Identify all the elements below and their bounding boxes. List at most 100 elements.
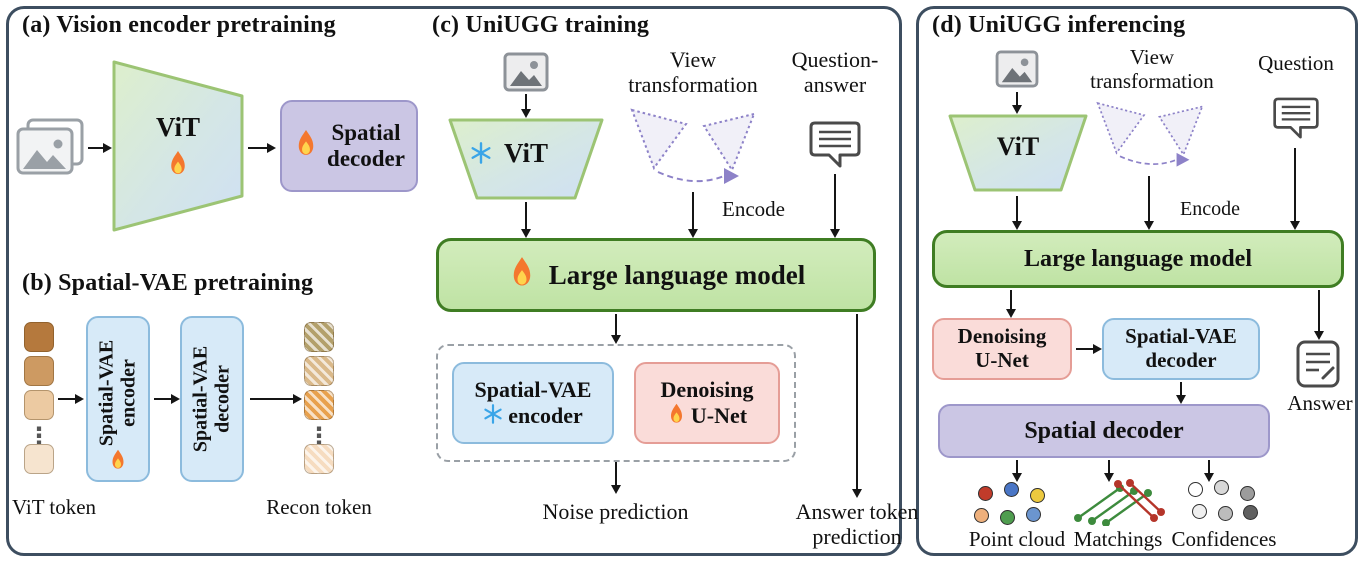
section-d-title: (d) UniUGG inferencing bbox=[932, 12, 1186, 38]
point-cloud-dot bbox=[978, 486, 993, 501]
arrow bbox=[525, 202, 528, 230]
spatial-vae-decoder-label: Spatial-VAE decoder bbox=[189, 345, 233, 453]
question-label: Question bbox=[1258, 51, 1334, 75]
snowflake-icon bbox=[470, 142, 492, 169]
vit-encoder-trapezoid-d bbox=[948, 114, 1088, 197]
arrow bbox=[1180, 382, 1183, 396]
answer-document-icon bbox=[1296, 340, 1340, 393]
confidence-dot bbox=[1188, 482, 1203, 497]
spatial-decoder-box-a: Spatial decoder bbox=[280, 100, 418, 192]
arrow bbox=[834, 174, 837, 230]
llm-label-c: Large language model bbox=[548, 259, 806, 290]
matchings-output bbox=[1070, 478, 1166, 531]
arrow bbox=[856, 314, 859, 490]
denoising-unet-line1: Denoising bbox=[660, 376, 754, 402]
spatial-decoder-label-d: Spatial decoder bbox=[1024, 417, 1184, 444]
confidence-dot bbox=[1218, 506, 1233, 521]
arrow bbox=[88, 147, 104, 150]
image-stack-icon bbox=[16, 118, 84, 181]
point-cloud-label: Point cloud bbox=[968, 527, 1066, 551]
confidence-dot bbox=[1192, 504, 1207, 519]
answer-label: Answer bbox=[1287, 391, 1353, 415]
image-icon bbox=[503, 52, 549, 97]
recon-token bbox=[304, 444, 334, 474]
point-cloud-dot bbox=[1030, 488, 1045, 503]
arrow bbox=[1318, 290, 1321, 332]
arrow bbox=[692, 192, 695, 230]
section-b-title: (b) Spatial-VAE pretraining bbox=[22, 270, 314, 296]
denoising-unet-label-d: Denoising U-Net bbox=[957, 324, 1047, 372]
point-cloud-output bbox=[974, 482, 1060, 526]
confidence-dot bbox=[1214, 480, 1229, 495]
arrow bbox=[1148, 176, 1151, 222]
confidence-dot bbox=[1240, 486, 1255, 501]
llm-label-d: Large language model bbox=[1024, 245, 1252, 272]
arrow bbox=[248, 147, 268, 150]
encode-label-c: Encode bbox=[722, 197, 785, 221]
spatial-decoder-label-a: Spatial decoder bbox=[327, 120, 405, 171]
section-a-title: (a) Vision encoder pretraining bbox=[22, 12, 336, 38]
confidence-dot bbox=[1243, 505, 1258, 520]
denoising-unet-line2: U-Net bbox=[690, 403, 748, 428]
vit-token bbox=[24, 444, 54, 474]
arrow bbox=[1076, 348, 1094, 351]
spatial-vae-decoder-box: Spatial-VAE decoder bbox=[180, 316, 244, 482]
section-c-title: (c) UniUGG training bbox=[432, 12, 650, 38]
vit-token bbox=[24, 322, 54, 352]
point-cloud-dot bbox=[1004, 482, 1019, 497]
llm-box-d: Large language model bbox=[932, 230, 1344, 288]
question-answer-label: Question- answer bbox=[791, 47, 879, 97]
recon-token bbox=[304, 322, 334, 352]
vit-token bbox=[24, 356, 54, 386]
arrow bbox=[58, 398, 76, 401]
vit-label-c: ViT bbox=[503, 138, 548, 168]
fire-icon bbox=[293, 129, 319, 163]
matchings-label: Matchings bbox=[1073, 527, 1163, 551]
arrow bbox=[154, 398, 172, 401]
arrow bbox=[1208, 460, 1211, 474]
chat-bubble-icon bbox=[1272, 96, 1320, 146]
arrow bbox=[615, 314, 618, 336]
arrow bbox=[1016, 92, 1019, 106]
vit-token bbox=[24, 390, 54, 420]
arrow bbox=[1010, 290, 1013, 310]
arrow bbox=[1016, 196, 1019, 222]
arrow bbox=[1294, 148, 1297, 222]
spatial-vae-encoder-box: Spatial-VAE encoder bbox=[86, 316, 150, 482]
view-frustum-icon bbox=[628, 104, 758, 193]
chat-bubble-icon bbox=[808, 120, 862, 175]
image-icon bbox=[995, 50, 1039, 93]
answer-token-prediction-label: Answer token prediction bbox=[795, 499, 919, 549]
spatial-vae-decoder-label-d: Spatial-VAE decoder bbox=[1125, 324, 1237, 372]
confidences-output bbox=[1186, 480, 1262, 524]
arrow bbox=[525, 94, 528, 110]
vit-token-label: ViT token bbox=[11, 495, 97, 519]
spatial-decoder-box-d: Spatial decoder bbox=[938, 404, 1270, 458]
noise-prediction-label: Noise prediction bbox=[542, 499, 689, 524]
spatial-vae-encoder-label: Spatial-VAE encoder bbox=[95, 339, 139, 446]
point-cloud-dot bbox=[1000, 510, 1015, 525]
llm-box-c: Large language model bbox=[436, 238, 876, 312]
view-transformation-label-d: View transformation bbox=[1090, 45, 1214, 93]
recon-token bbox=[304, 390, 334, 420]
snowflake-icon bbox=[483, 403, 503, 429]
vit-label-d: ViT bbox=[996, 132, 1040, 161]
spatial-vae-decoder-box-d: Spatial-VAE decoder bbox=[1102, 318, 1260, 380]
recon-token bbox=[304, 356, 334, 386]
fire-icon bbox=[112, 150, 244, 177]
encode-label-d: Encode bbox=[1180, 198, 1240, 220]
point-cloud-dot bbox=[974, 508, 989, 523]
arrow bbox=[250, 398, 294, 401]
recon-token-label: Recon token bbox=[266, 495, 372, 519]
vit-label-a: ViT bbox=[155, 112, 200, 142]
view-frustum-icon bbox=[1094, 98, 1206, 175]
arrow bbox=[1016, 460, 1019, 474]
confidences-label: Confidences bbox=[1171, 527, 1277, 551]
fire-icon bbox=[667, 403, 686, 430]
vit-encoder-trapezoid-c bbox=[448, 118, 604, 205]
denoising-unet-box-d: Denoising U-Net bbox=[932, 318, 1072, 380]
arrow bbox=[1108, 460, 1111, 474]
point-cloud-dot bbox=[1026, 507, 1041, 522]
denoising-unet-box-c: Denoising U-Net bbox=[634, 362, 780, 444]
